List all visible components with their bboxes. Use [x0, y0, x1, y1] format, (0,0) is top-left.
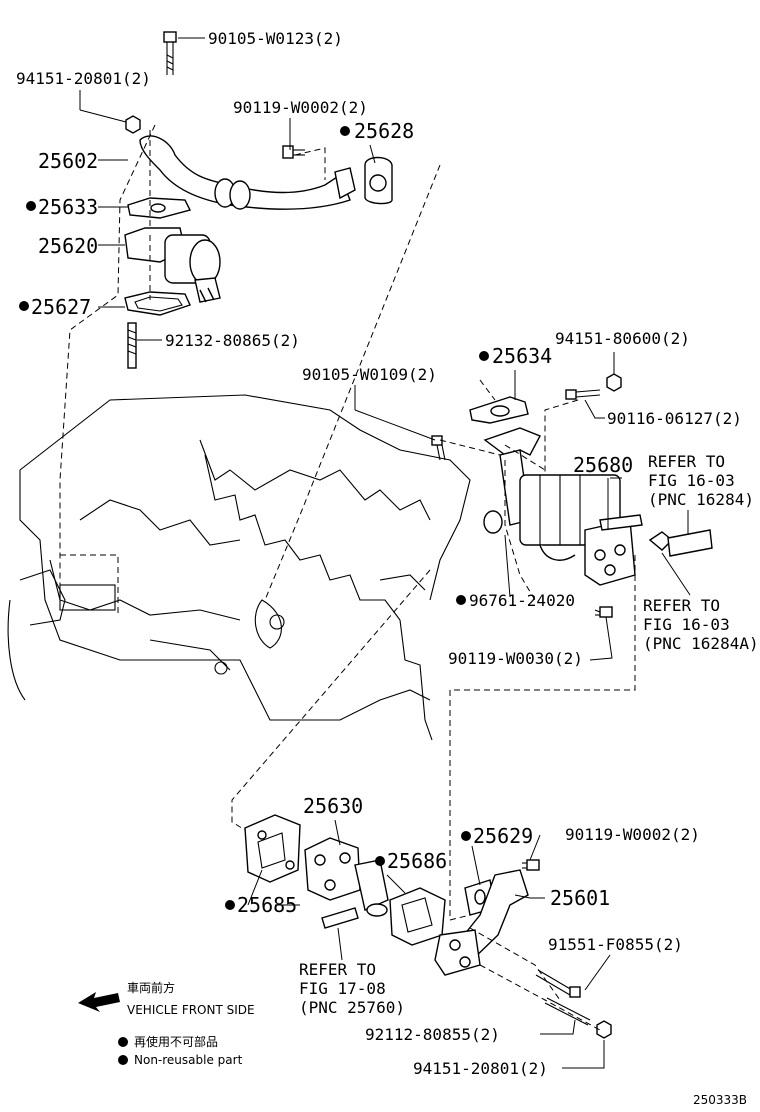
- nonreuse-dot-25627: [19, 301, 29, 311]
- label-25680: 25680: [573, 453, 633, 477]
- filled-dot-icon: [118, 1037, 128, 1047]
- ref-16284a-line3: (PNC 16284A): [643, 634, 759, 653]
- ref-16284-line3: (PNC 16284): [648, 490, 754, 509]
- legend-nonreuse-jp: 再使用不可部品: [134, 1034, 218, 1049]
- nut-94151-20801-bottom: [596, 1020, 612, 1039]
- label-25630: 25630: [303, 794, 363, 818]
- label-25628: 25628: [354, 119, 414, 143]
- label-92132-80865: 92132-80865(2): [165, 331, 300, 350]
- label-94151-20801-top: 94151-20801(2): [16, 69, 151, 88]
- pipe-25602: [139, 135, 356, 210]
- hose-ref-25760: [321, 907, 359, 929]
- part-labels: 90105-W0123(2) 94151-20801(2) 90119-W000…: [16, 29, 742, 1078]
- label-25633: 25633: [38, 195, 98, 219]
- nonreuse-dot-25628: [340, 126, 350, 136]
- gasket-25633: [127, 197, 192, 219]
- gasket-25634: [469, 396, 529, 424]
- nonreuse-dot-25686: [375, 856, 385, 866]
- assembly-dashed-lines: [59, 124, 636, 1031]
- drawing-id: 250333B: [693, 1093, 747, 1107]
- label-25601: 25601: [550, 886, 610, 910]
- reference-notes: REFER TO FIG 16-03 (PNC 16284) REFER TO …: [299, 452, 759, 1017]
- valve-body-25630: [304, 837, 389, 917]
- label-94151-20801-bottom: 94151-20801(2): [413, 1059, 548, 1078]
- egr-valve-25620: [124, 227, 221, 303]
- stud-92112-80855: [544, 997, 591, 1026]
- ref-25760-line2: FIG 17-08: [299, 979, 386, 998]
- label-25686: 25686: [387, 849, 447, 873]
- label-25634: 25634: [492, 344, 552, 368]
- oring-96761-24020: [483, 510, 503, 534]
- engine-block-outline: [7, 394, 471, 741]
- ref-16284-line2: FIG 16-03: [648, 471, 735, 490]
- label-25685: 25685: [237, 893, 297, 917]
- upper-nut-94151-20801: [125, 115, 141, 134]
- label-92112-80855: 92112-80855(2): [365, 1025, 500, 1044]
- ref-25760-line3: (PNC 25760): [299, 998, 405, 1017]
- label-90105-w0109: 90105-W0109(2): [302, 365, 437, 384]
- nut-94151-80600: [606, 373, 622, 392]
- nonreuse-dot-96761-24020: [456, 595, 466, 605]
- nonreuse-dot-25685: [225, 900, 235, 910]
- bolt-91551-f0855: [535, 969, 581, 998]
- stud-92132-80865: [127, 322, 137, 369]
- label-91551-f0855: 91551-F0855(2): [548, 935, 683, 954]
- legend-nonreuse-en: Non-reusable part: [134, 1053, 243, 1067]
- egr-cooler-25680: [483, 427, 643, 586]
- label-90119-w0002-top: 90119-W0002(2): [233, 98, 368, 117]
- bolt-90116-06127: [565, 389, 601, 400]
- gasket-25628: [364, 156, 393, 205]
- label-94151-80600: 94151-80600(2): [555, 329, 690, 348]
- label-96761-24020: 96761-24020: [469, 591, 575, 610]
- upper-bolt-90105-w0123: [163, 31, 177, 75]
- label-90119-w0030: 90119-W0030(2): [448, 649, 583, 668]
- nonreuse-dot-25629: [461, 831, 471, 841]
- leader-lines: [79, 37, 691, 1069]
- ref-16284a-line1: REFER TO: [643, 596, 720, 615]
- filled-dot-icon-2: [118, 1055, 128, 1065]
- pipe-25601: [434, 869, 529, 976]
- ref-16284-line1: REFER TO: [648, 452, 725, 471]
- hose-ref-16284: [648, 529, 713, 557]
- nonreuse-dot-25633: [26, 201, 36, 211]
- ref-25760-line1: REFER TO: [299, 960, 376, 979]
- label-25629: 25629: [473, 824, 533, 848]
- label-90119-w0002-bottom: 90119-W0002(2): [565, 825, 700, 844]
- bolt-90119-w0030: [594, 606, 613, 618]
- bolt-90119-w0002-bottom: [522, 859, 540, 871]
- gasket-25627: [124, 291, 191, 316]
- label-25602: 25602: [38, 149, 98, 173]
- label-25620: 25620: [38, 234, 98, 258]
- gasket-25686: [389, 887, 446, 946]
- label-90116-06127: 90116-06127(2): [607, 409, 742, 428]
- legend: 車両前方 VEHICLE FRONT SIDE 再使用不可部品 Non-reus…: [78, 980, 255, 1067]
- ref-16284a-line2: FIG 16-03: [643, 615, 730, 634]
- legend-front-en: VEHICLE FRONT SIDE: [127, 1003, 255, 1017]
- bolt-90119-w0002-top: [282, 145, 305, 159]
- label-25627: 25627: [31, 295, 91, 319]
- gasket-25685: [244, 814, 301, 883]
- legend-front-jp: 車両前方: [127, 980, 175, 995]
- label-90105-w0123: 90105-W0123(2): [208, 29, 343, 48]
- arrow-left-icon: [78, 992, 120, 1012]
- nonreuse-dot-25634: [479, 351, 489, 361]
